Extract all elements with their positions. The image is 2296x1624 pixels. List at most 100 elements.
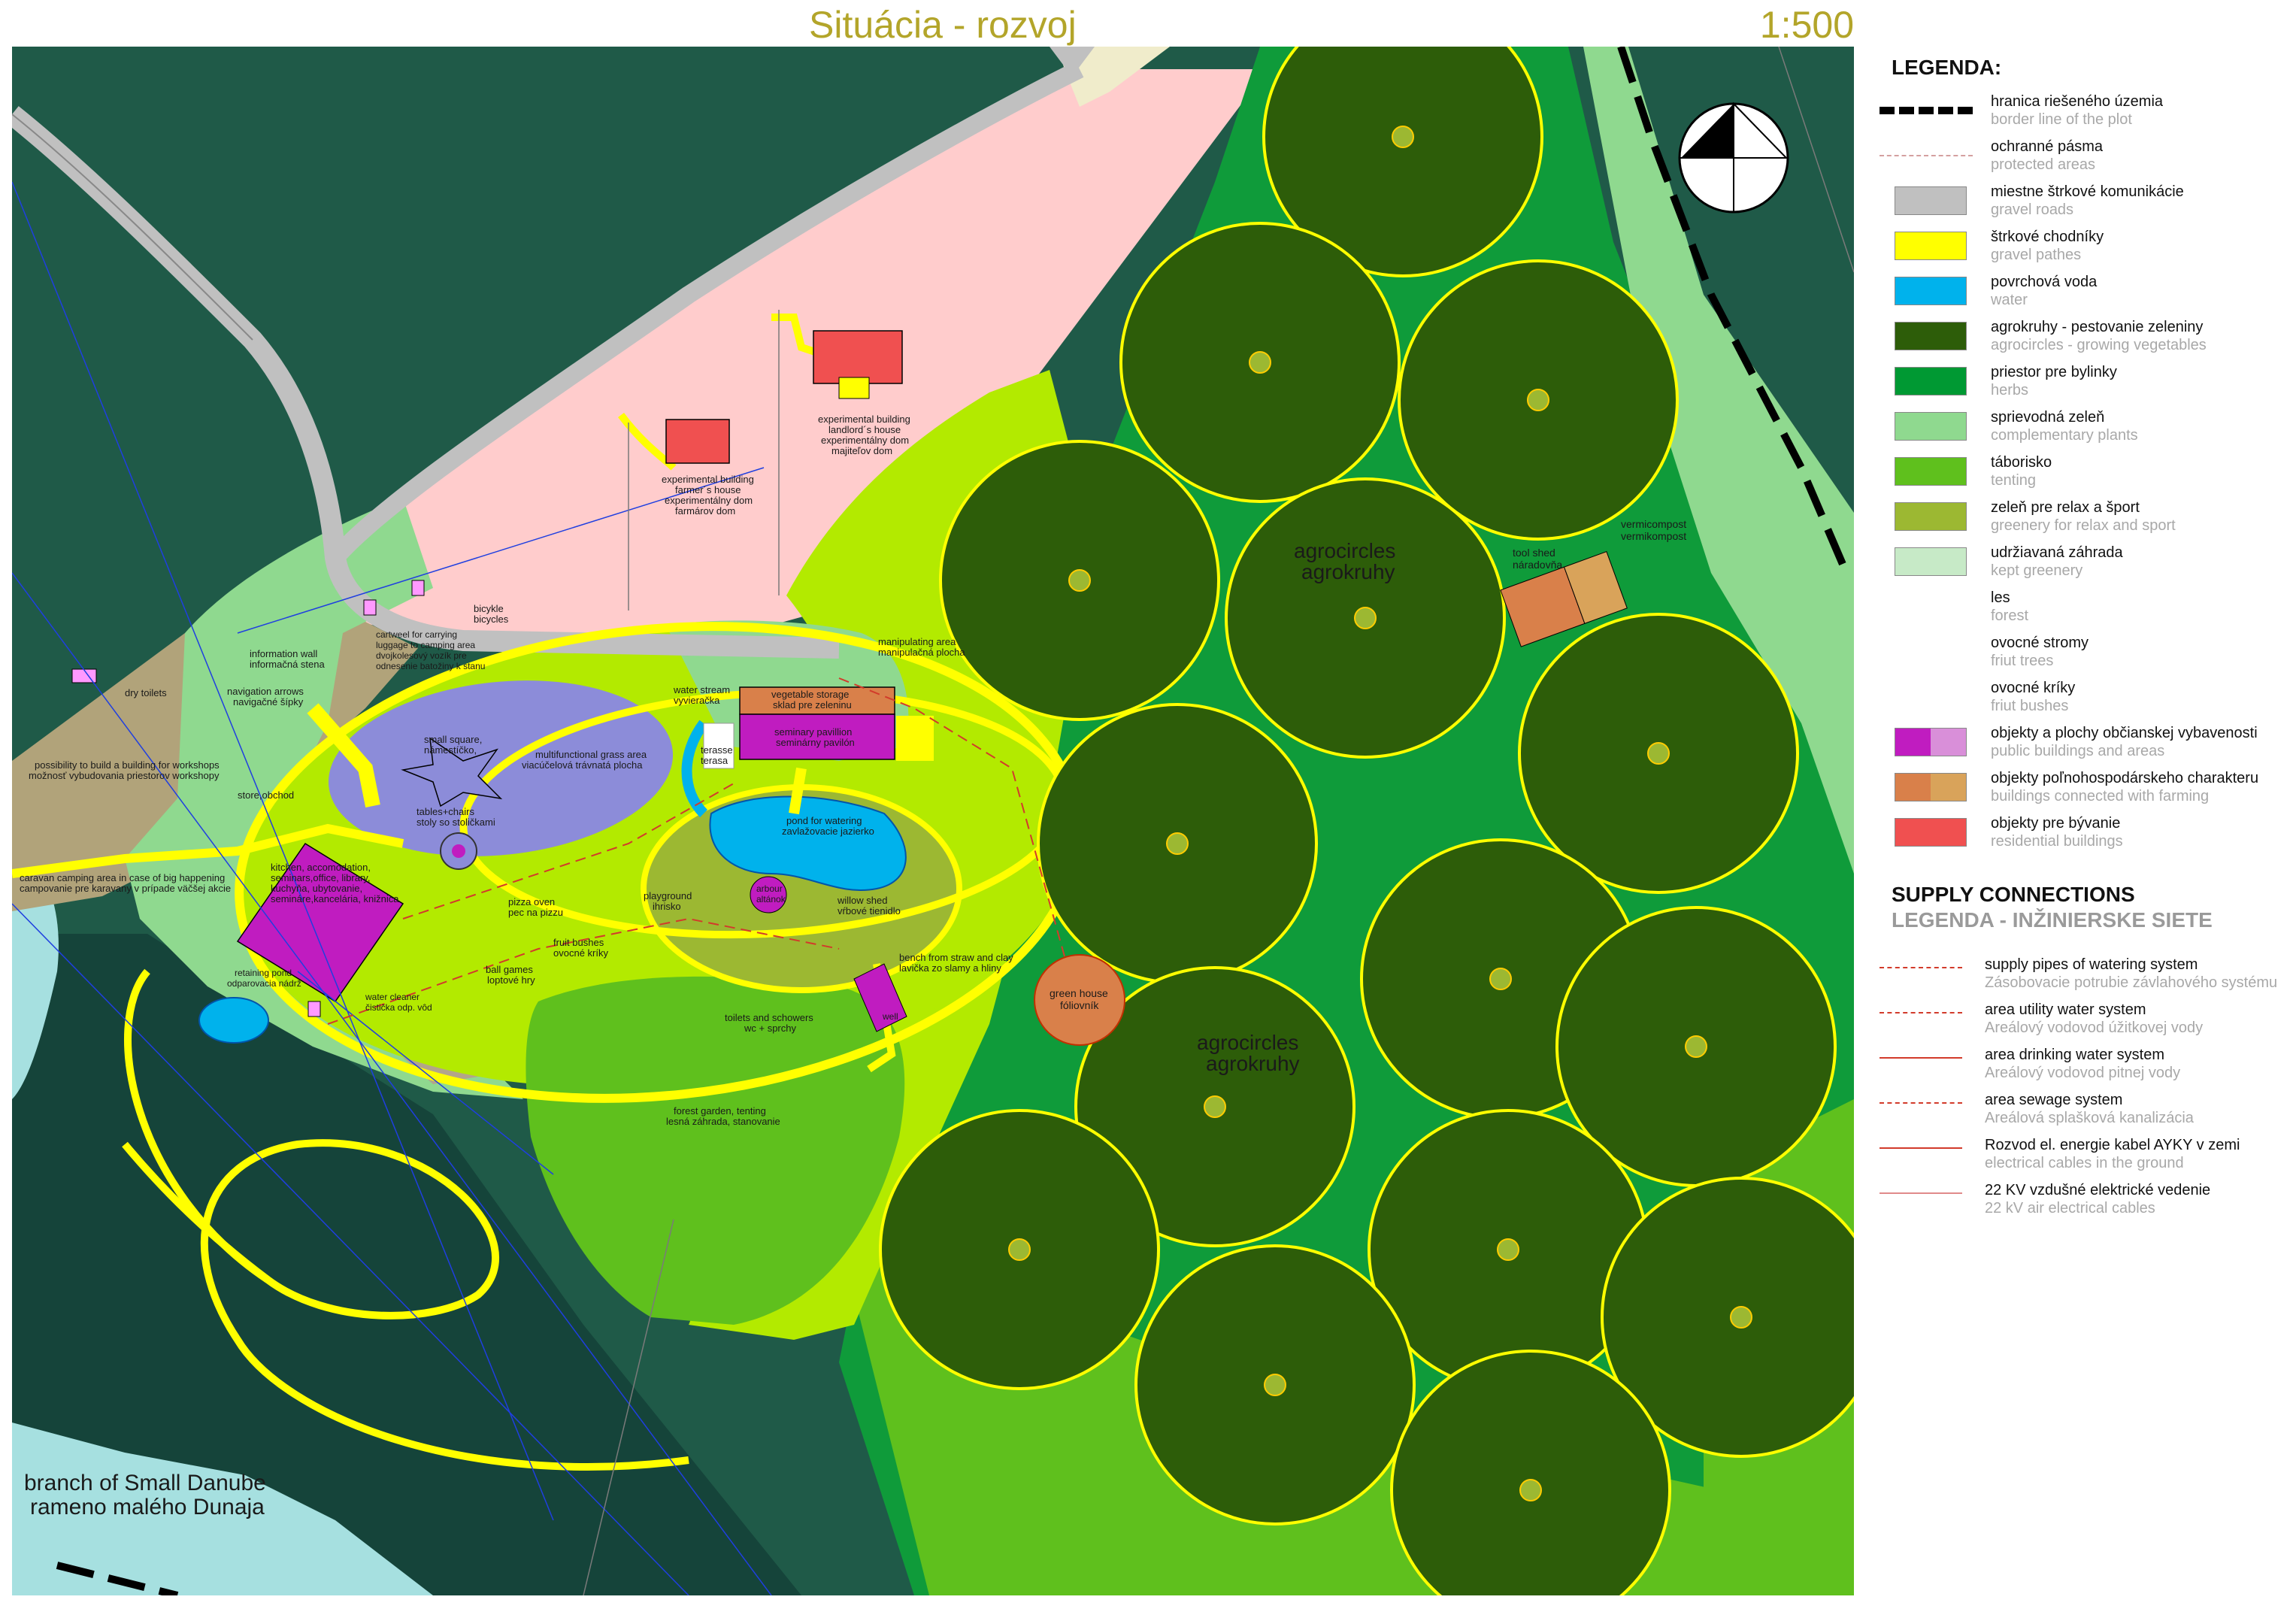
supply-item-title: Rozvod el. energie kabel AYKY v zemi [1985,1137,2240,1153]
label-workshop-sk: možnosť vybudovania priestorov workshopy [29,770,220,781]
label-landlord-4: majiteľov dom [831,445,892,456]
label-store: store,obchod [238,789,294,801]
label-stream-sk: vyvieračka [674,695,720,706]
label-manip-en: manipulating area [878,636,956,647]
legend-item-subtitle: agrocircles - growing vegetables [1991,337,2207,353]
label-caravan-en: caravan camping area in case of big happ… [20,872,225,883]
label-forest-sk: lesná záhrada, stanovanie [666,1116,780,1127]
label-landlord-1: experimental building [818,414,910,425]
title-bar: Situácia - rozvoj 1:500 [12,0,1854,49]
seminary-pavilion [739,714,895,760]
label-square-en: small square, [424,734,482,745]
supply-line-swatch [1880,1012,1962,1013]
label-toilets-sk: wc + sprchy [744,1023,796,1034]
label-greenhouse-sk: fóliovník [1060,999,1099,1011]
farmer-house [665,419,730,464]
label-willow-sk: vŕbové tienidlo [838,905,901,917]
legend-item-title: zeleň pre relax a šport [1991,499,2140,516]
legend-item-title: miestne štrkové komunikácie [1991,183,2184,200]
legend-item-title: štrkové chodníky [1991,229,2104,245]
label-nav-sk: navigačné šípky [233,696,304,707]
toilets-building [853,963,907,1032]
utility-lines [327,677,1065,1025]
label-fruit-en: fruit bushes [553,937,604,948]
house-path-1 [771,314,825,359]
gravel-road-branch [328,61,1084,564]
legend-item-title: táborisko [1991,454,2052,471]
supply-title: SUPPLY CONNECTIONS [1892,883,2135,906]
west-loop-path [122,1141,271,1283]
legend-item-title: ovocné kríky [1991,680,2076,696]
legend-swatch [1895,186,1967,215]
label-sem-sk: seminárny pavilón [776,737,855,748]
cadastral-lines [12,181,772,1595]
parcel-lines [583,47,1854,1595]
label-kitchen-4: semináre,kancelária, knižnica [271,893,399,904]
supply-line-swatch [1880,1147,1962,1149]
legend-item-subtitle: kept greenery [1991,562,2083,579]
legend-item-subtitle: tenting [1991,472,2037,489]
community-building [236,842,404,1003]
supply-subtitle: LEGENDA - INŽINIERSKE SIETE [1892,908,2213,932]
greenhouse [1034,954,1125,1046]
label-cart-2: luggage to camping area [376,640,475,650]
supply-item-title: area utility water system [1985,1001,2146,1018]
legend-item-title: povrchová voda [1991,274,2098,290]
water-cleaner [307,1001,321,1017]
protected-area-swatch [1880,155,1973,156]
forest-garden [526,976,905,1325]
label-retaining-en: retaining pond [235,968,292,978]
watering-pond [709,795,907,892]
legend-item-title: sprievodná zeleň [1991,409,2105,426]
legend-swatch [1895,232,1967,260]
supply-line-swatch [1880,1102,1962,1104]
legend-swatch [1895,322,1967,350]
supply-item-subtitle: Areálový vodovod úžitkovej vody [1985,1020,2204,1036]
bicycle-stand [411,580,425,596]
label-branch-sk: rameno malého Dunaja [30,1495,265,1519]
label-veg-en: vegetable storage [771,689,849,700]
supply-item-subtitle: 22 kV air electrical cables [1985,1200,2155,1216]
label-farmer-3: experimentálny dom [665,495,753,506]
legend-item-title: udržiavaná záhrada [1991,544,2123,561]
label-farmer-1: experimental building [662,474,754,485]
agrocircle-centers [1008,126,1752,1501]
legend-item-subtitle: gravel roads [1991,201,2074,218]
label-manip-sk: manipulačná plocha [878,647,965,658]
label-greenhouse-en: green house [1050,987,1108,999]
danube-branch-water [12,1423,433,1595]
legend-item-subtitle: water [1991,292,2028,308]
dry-toilets [71,668,97,683]
map-labels: branch of Small Danube rameno malého Dun… [20,414,1686,1519]
dark-forest-area [12,934,801,1595]
legend-item-title: objekty poľnohospodárskeho charakteru [1991,770,2259,786]
supply-item-subtitle: Zásobovacie potrubie závlahového systému [1985,974,2278,991]
label-toilets-en: toilets and schowers [725,1012,813,1023]
label-grass-sk: viacúčelová trávnatá plocha [522,759,643,771]
label-workshop-en: possibility to build a building for work… [35,759,220,771]
terrace-bar [703,723,735,769]
legend-item-subtitle: border line of the plot [1991,111,2132,128]
label-agro2-sk: agrocircles [1197,1031,1298,1054]
label-terasse-sk: terasa [701,755,728,766]
label-agro2-en: agrokruhy [1206,1052,1300,1075]
label-well: well [882,1011,898,1022]
label-pond-sk: zavlažovacie jazierko [782,826,874,837]
supply-line-swatch [1880,1057,1962,1059]
site-plan-map: branch of Small Danube rameno malého Dun… [12,47,1854,1595]
legend-item-subtitle: protected areas [1991,156,2095,173]
label-info-en: information wall [250,648,317,659]
label-playground-en: playground [644,890,692,901]
label-ball-sk: loptové hry [487,974,535,986]
legend-swatch [1895,502,1967,531]
map-scale: 1:500 [1759,4,1854,46]
legend-swatch [1895,367,1967,395]
